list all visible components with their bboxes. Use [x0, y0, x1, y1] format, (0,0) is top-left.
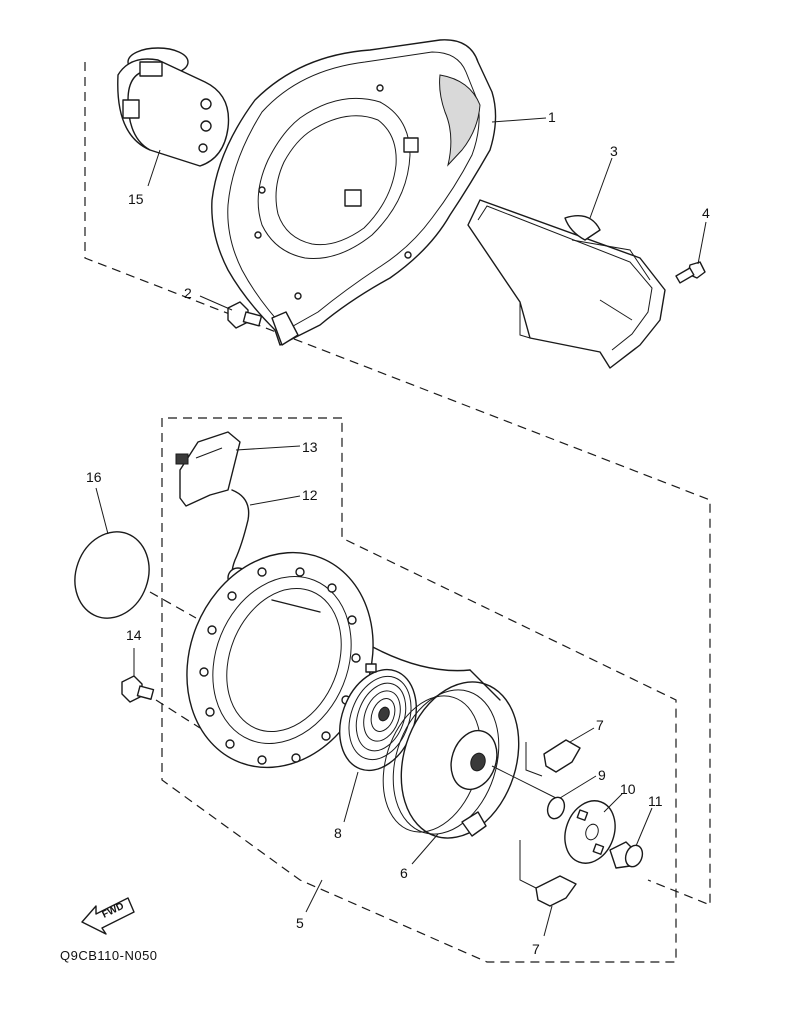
callout-3: 3 [610, 143, 618, 159]
part-14-bolt [121, 648, 201, 729]
callout-15: 15 [128, 191, 144, 207]
part-11-screw [609, 807, 653, 869]
diagram-code: Q9CB110-N050 [60, 948, 158, 963]
part-7-pawl-lower [519, 840, 577, 937]
part-16-seal-plate [74, 487, 197, 619]
part-13-starter-handle [175, 431, 301, 507]
callout-16: 16 [86, 469, 102, 485]
part-3-air-duct [467, 157, 666, 369]
callout-7-upper: 7 [596, 717, 604, 733]
callout-4: 4 [702, 205, 710, 221]
part-2-bolt [199, 295, 263, 329]
part-15-cap [117, 47, 230, 187]
part-9-spring [546, 775, 597, 820]
part-10-drive-plate [564, 793, 623, 864]
callout-10: 10 [620, 781, 636, 797]
part-4-screw [675, 221, 707, 284]
fwd-arrow-icon: FWD [81, 897, 135, 935]
callout-2: 2 [184, 285, 192, 301]
part-6-sheave-drum [382, 669, 561, 865]
starter-case [186, 551, 374, 769]
callout-9: 9 [598, 767, 606, 783]
callout-5: 5 [296, 915, 304, 931]
upper-assembly-outline [84, 62, 711, 906]
callout-8: 8 [334, 825, 342, 841]
part-1-fan-housing [211, 39, 547, 346]
callout-12: 12 [302, 487, 318, 503]
starter-assembly-boundary [161, 417, 677, 963]
callout-11: 11 [648, 793, 663, 809]
callout-13: 13 [302, 439, 318, 455]
part-7-pawl-upper [525, 727, 595, 777]
callout-14: 14 [126, 627, 142, 643]
part-5-leader [305, 879, 323, 913]
callout-labels: 1 2 3 4 5 6 7 7 8 9 10 11 13 12 14 15 16 [86, 109, 710, 957]
callout-6: 6 [400, 865, 408, 881]
callout-7-lower: 7 [532, 941, 540, 957]
callout-1: 1 [548, 109, 556, 125]
